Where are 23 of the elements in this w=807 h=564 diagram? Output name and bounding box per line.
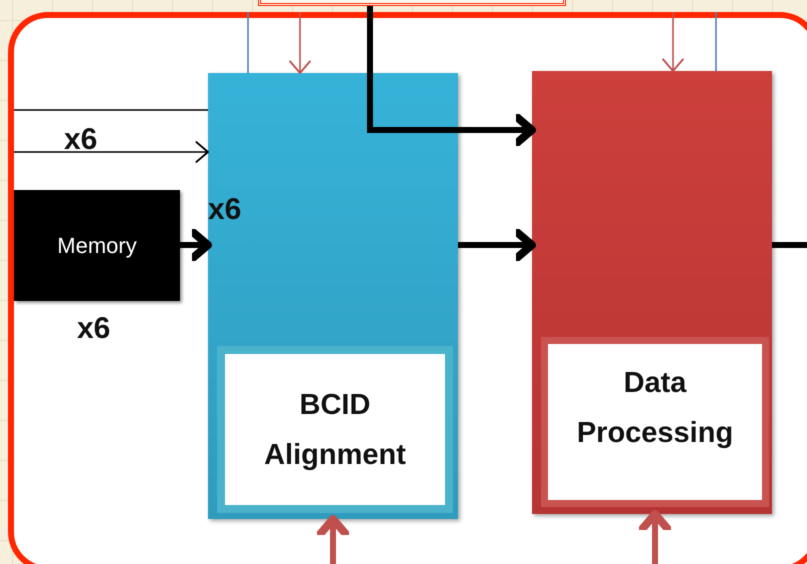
label-box: [541, 337, 769, 507]
processing-block: [532, 71, 772, 514]
block-label: BCID Alignment: [263, 388, 407, 472]
connector-line: [715, 12, 717, 71]
arrow: [14, 141, 209, 163]
arrow: [637, 510, 673, 564]
arrow: [180, 227, 212, 263]
arrow: [458, 227, 536, 263]
block-label: Memory: [56, 232, 138, 258]
processing-block: [208, 73, 458, 519]
arrow: [367, 6, 536, 148]
multiplicity-label: x6: [208, 194, 242, 226]
multiplicity-label: x6: [64, 124, 98, 156]
label-box: [217, 346, 453, 513]
connector-line: [14, 109, 208, 111]
arrow: [662, 12, 684, 72]
multiplicity-label: x6: [77, 313, 110, 345]
connector-line: [772, 242, 807, 248]
connector-line: [247, 12, 249, 73]
frame-box: [8, 12, 807, 564]
block-label: Data Processing: [576, 366, 734, 451]
arrow: [289, 12, 311, 74]
arrow: [315, 515, 351, 564]
